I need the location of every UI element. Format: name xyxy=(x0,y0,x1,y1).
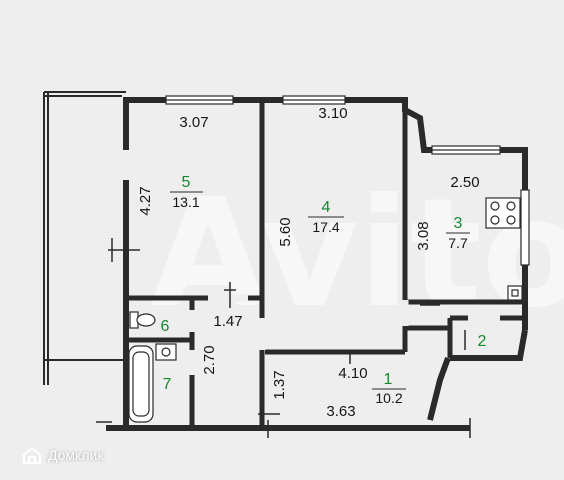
room-4-height-label: 5.60 xyxy=(277,217,294,246)
washbasin-icon xyxy=(155,343,177,361)
domclick-logo: Домклик xyxy=(22,444,103,466)
area-underlines xyxy=(170,191,470,390)
corridor-bottom-label: 3.63 xyxy=(326,403,355,420)
windows xyxy=(165,95,530,266)
room-5-width-label: 3.07 xyxy=(179,114,208,131)
room-6-width-label: 1.47 xyxy=(213,313,242,330)
room-5-number: 5 xyxy=(182,174,191,191)
corridor-width-label: 4.10 xyxy=(338,365,367,382)
logo-text: Домклик xyxy=(48,447,104,463)
house-icon xyxy=(22,446,42,465)
room-5-area: 13.1 xyxy=(172,194,199,210)
room-6-number: 6 xyxy=(161,318,170,335)
room-3-area: 7.7 xyxy=(448,235,468,251)
room-4-number: 4 xyxy=(322,199,331,216)
room-3-height-label: 3.08 xyxy=(415,221,432,250)
corridor-lower-label: 1.37 xyxy=(271,370,288,399)
room-3-number: 3 xyxy=(454,215,463,232)
room-3-width-label: 2.50 xyxy=(450,174,479,191)
watermark: Avito xyxy=(150,167,564,341)
bathtub-icon xyxy=(128,345,154,423)
stove-icon xyxy=(485,197,521,229)
room-1-number: 1 xyxy=(384,371,393,388)
room-4-width-label: 3.10 xyxy=(318,105,347,122)
door-openings xyxy=(122,150,500,375)
room-7-height-label: 2.70 xyxy=(201,345,218,374)
toilet-icon xyxy=(129,311,156,329)
room-2-number: 2 xyxy=(478,333,487,350)
sink-icon xyxy=(507,285,523,301)
room-7-number: 7 xyxy=(163,376,172,393)
dimension-markers xyxy=(96,238,471,438)
room-5-height-label: 4.27 xyxy=(137,186,154,215)
room-1-area: 10.2 xyxy=(375,390,402,406)
room-4-area: 17.4 xyxy=(312,219,339,235)
balcony xyxy=(43,91,126,385)
